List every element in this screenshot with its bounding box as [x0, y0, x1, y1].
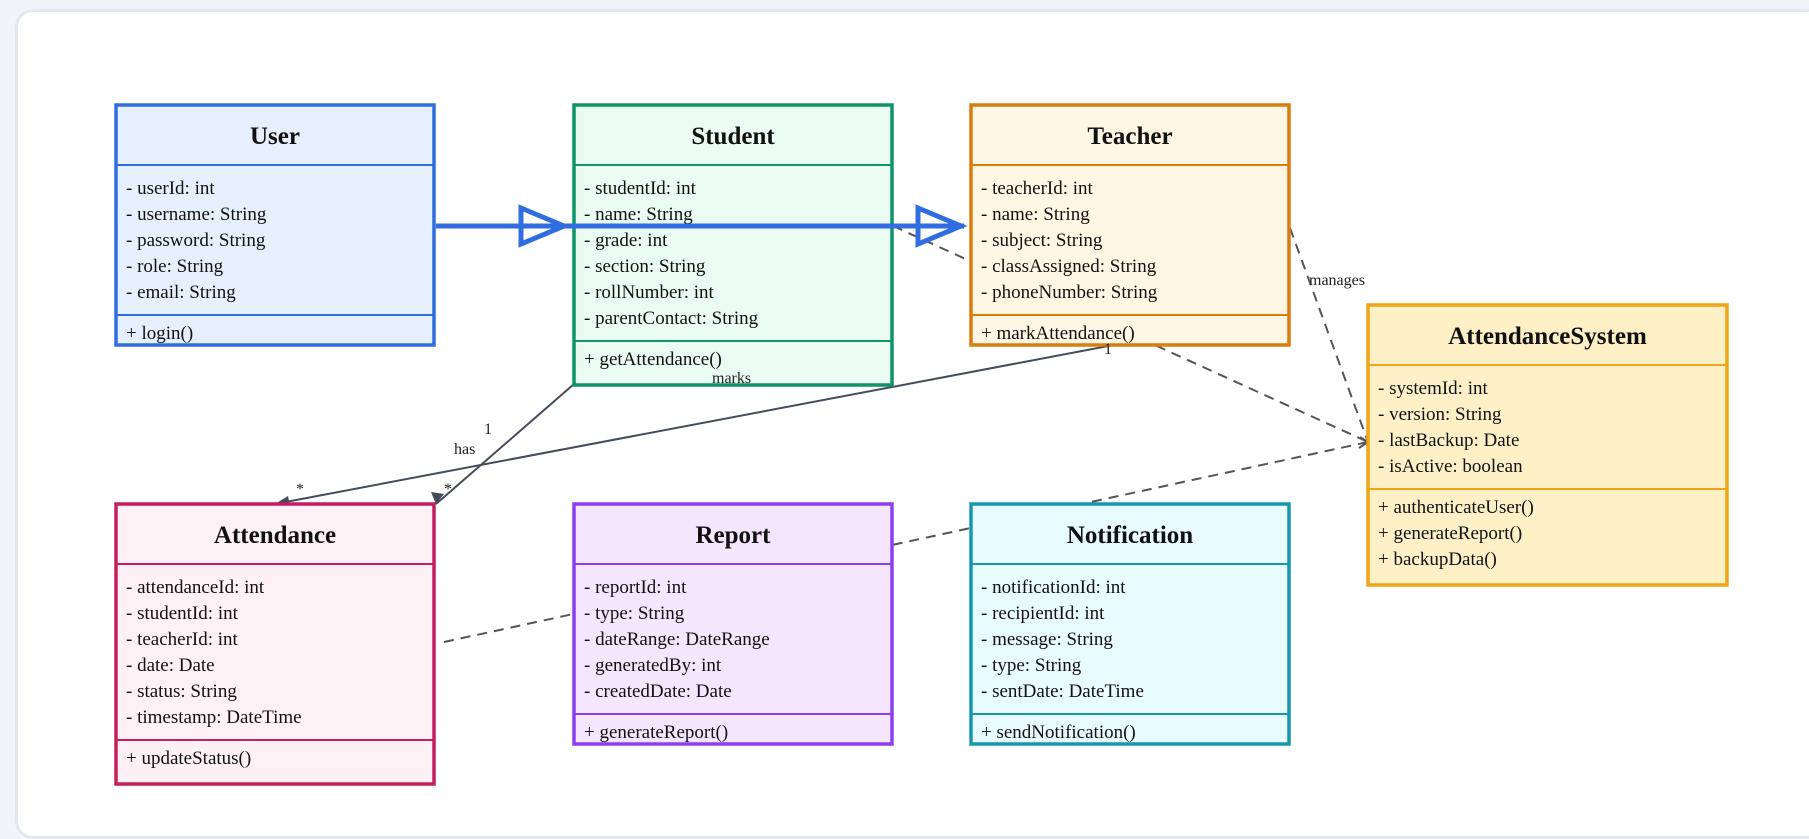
- class-attribute: - email: String: [126, 282, 236, 303]
- class-notification[interactable]: Notification - notificationId: int - recip…: [969, 502, 1291, 746]
- class-name: Student: [691, 123, 775, 150]
- class-report[interactable]: Report - reportId: int - type: String - dat…: [572, 502, 894, 746]
- class-attribute: - type: String: [584, 603, 685, 624]
- multiplicity-teacher: 1: [1104, 341, 1112, 358]
- class-attribute: - reportId: int: [584, 577, 687, 598]
- class-attribute: - rollNumber: int: [584, 282, 715, 303]
- class-attribute: - isActive: boolean: [1378, 456, 1523, 477]
- class-method: + authenticateUser(): [1378, 497, 1534, 518]
- class-attendance-system[interactable]: AttendanceSystem - systemId: int - version…: [1366, 303, 1729, 587]
- class-name: Teacher: [1087, 123, 1172, 150]
- relation-label-has: has: [454, 441, 475, 458]
- multiplicity-attendance-student: *: [444, 481, 452, 498]
- class-name: AttendanceSystem: [1448, 323, 1647, 350]
- multiplicity-attendance-teacher: *: [296, 481, 304, 498]
- class-attribute: - role: String: [126, 256, 224, 277]
- relation-label-manages: manages: [1309, 272, 1365, 289]
- class-attribute: - parentContact: String: [584, 308, 759, 329]
- class-attribute: - sentDate: DateTime: [981, 681, 1144, 702]
- class-method: + backupData(): [1378, 549, 1497, 570]
- class-attribute: - version: String: [1378, 404, 1502, 425]
- class-attribute: - userId: int: [126, 178, 215, 199]
- class-attribute: - teacherId: int: [981, 178, 1094, 199]
- class-box: [969, 502, 1291, 746]
- class-attribute: - subject: String: [981, 230, 1103, 251]
- class-box: [114, 103, 436, 347]
- uml-class-diagram: User - userId: int - username: String - pas…: [114, 103, 1729, 786]
- class-attribute: - generatedBy: int: [584, 655, 722, 676]
- class-method: + getAttendance(): [584, 349, 722, 370]
- class-attribute: - date: Date: [126, 655, 215, 676]
- class-attribute: - studentId: int: [126, 603, 239, 624]
- class-attribute: - notificationId: int: [981, 577, 1126, 598]
- class-name: Notification: [1067, 522, 1193, 549]
- class-attribute: - section: String: [584, 256, 706, 277]
- class-attribute: - studentId: int: [584, 178, 697, 199]
- class-box: [1366, 303, 1729, 587]
- class-box: [572, 103, 894, 387]
- relation-label-marks: marks: [712, 370, 751, 387]
- class-box: [572, 502, 894, 746]
- association-student-attendance: [435, 383, 575, 505]
- class-method: + generateReport(): [1378, 523, 1522, 544]
- class-attribute: - lastBackup: Date: [1378, 430, 1519, 451]
- association-teacher-attendance: [274, 339, 1141, 505]
- class-attribute: - dateRange: DateRange: [584, 629, 770, 650]
- class-attribute: - createdDate: Date: [584, 681, 732, 702]
- classes-layer: User - userId: int - username: String - pas…: [114, 103, 1729, 786]
- class-method: + generateReport(): [584, 722, 728, 743]
- class-attribute: - phoneNumber: String: [981, 282, 1158, 303]
- class-attribute: - type: String: [981, 655, 1082, 676]
- inheritance-layer: [436, 204, 968, 248]
- class-attribute: - classAssigned: String: [981, 256, 1157, 277]
- class-attribute: - message: String: [981, 629, 1113, 650]
- class-student[interactable]: Student - studentId: int - name: String - g…: [572, 103, 894, 387]
- class-attendance[interactable]: Attendance - attendanceId: int - studentId…: [114, 502, 436, 786]
- inheritance-arrowhead: [915, 204, 968, 248]
- class-name: Report: [696, 522, 772, 549]
- inheritance-arrowhead: [518, 204, 571, 248]
- class-attribute: - name: String: [584, 204, 693, 225]
- class-attribute: - attendanceId: int: [126, 577, 265, 598]
- class-attribute: - name: String: [981, 204, 1090, 225]
- class-attribute: - status: String: [126, 681, 237, 702]
- class-method: + updateStatus(): [126, 748, 251, 769]
- class-attribute: - grade: int: [584, 230, 668, 251]
- class-attribute: - password: String: [126, 230, 266, 251]
- class-name: User: [250, 123, 300, 150]
- class-teacher[interactable]: Teacher - teacherId: int - name: String - s…: [969, 103, 1291, 347]
- class-user[interactable]: User - userId: int - username: String - pas…: [114, 103, 436, 347]
- class-attribute: - timestamp: DateTime: [126, 707, 302, 728]
- class-method: + markAttendance(): [981, 323, 1135, 344]
- class-attribute: - username: String: [126, 204, 267, 225]
- class-method: + sendNotification(): [981, 722, 1136, 743]
- multiplicity-student: 1: [484, 421, 492, 438]
- dependency-teacher-system: [1289, 227, 1369, 443]
- class-attribute: - teacherId: int: [126, 629, 239, 650]
- class-method: + login(): [126, 323, 193, 344]
- class-attribute: - recipientId: int: [981, 603, 1105, 624]
- class-box: [969, 103, 1291, 347]
- association-arrowhead: [431, 492, 444, 504]
- class-box: [114, 502, 436, 786]
- class-name: Attendance: [214, 522, 336, 549]
- class-attribute: - systemId: int: [1378, 378, 1488, 399]
